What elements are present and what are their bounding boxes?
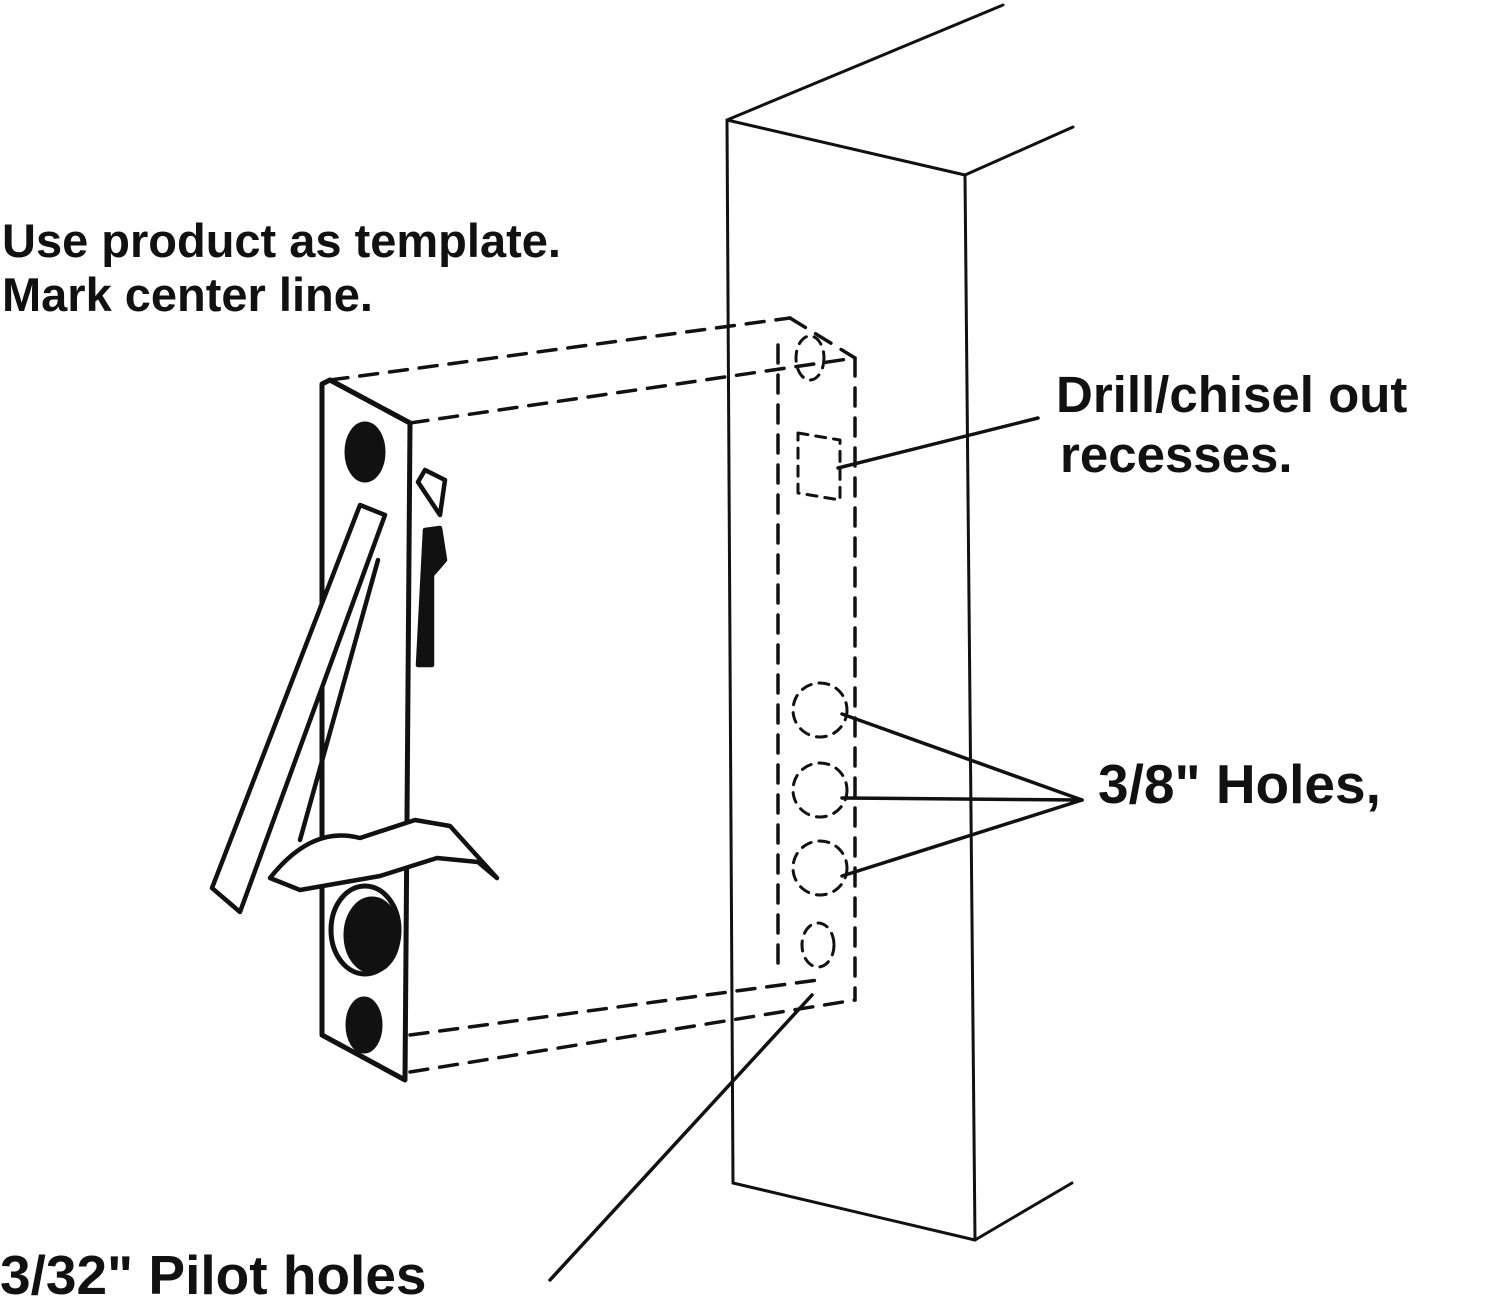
leader-lines [548,416,1084,1282]
drill-instruction-line-1: Drill/chisel out [1056,366,1408,423]
door-edge-block [725,3,1075,1242]
template-instruction: Use product as template. Mark center lin… [2,214,561,322]
edge-pull-plate [319,377,413,1083]
recess-marks [791,334,849,969]
pull-lever [209,467,500,915]
pilot-holes-label: 3/32" Pilot holes [0,1244,427,1306]
drill-instruction-line-2: recesses. [1060,426,1293,483]
template-instruction-line-2: Mark center line. [2,268,373,321]
template-instruction-line-1: Use product as template. [2,214,561,267]
holes-label: 3/8" Holes, [1098,753,1381,815]
drill-instruction: Drill/chisel out recesses. [1056,365,1407,485]
